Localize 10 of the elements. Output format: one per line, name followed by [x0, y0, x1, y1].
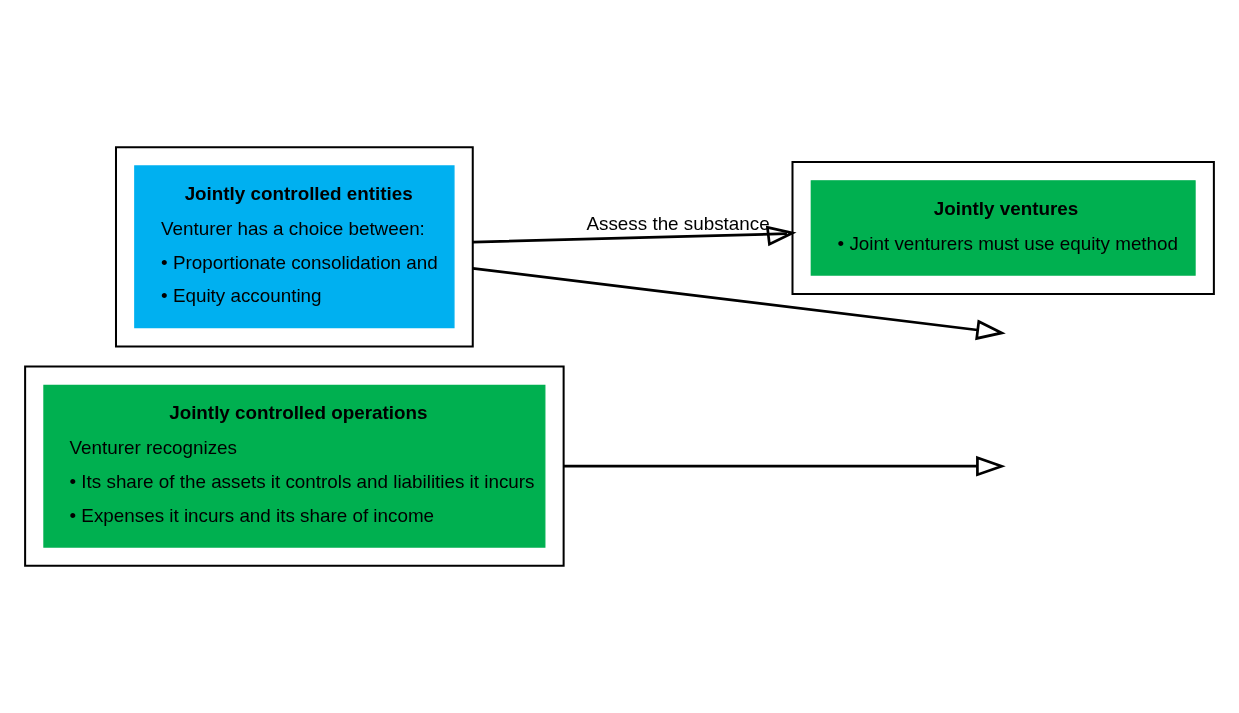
arrow — [472, 267, 1006, 341]
node-box: Jointly ventures • Joint venturers must use equity method — [810, 180, 1196, 276]
arrow — [472, 225, 797, 247]
node-box: Jointly controlled entities Venturer has a choice between: • Proportionate consolidation and • Equity accounting — [134, 165, 455, 329]
cluster — [24, 365, 565, 567]
arrow — [563, 455, 1006, 477]
cluster — [791, 160, 1215, 295]
edge-label: Assess the substance — [586, 212, 770, 234]
node-box: Jointly controlled operations Venturer recognizes • Its share of the assets it controls and liabilities it incurs • Expenses it incurs and its share of income — [43, 384, 546, 548]
cluster — [115, 146, 474, 348]
